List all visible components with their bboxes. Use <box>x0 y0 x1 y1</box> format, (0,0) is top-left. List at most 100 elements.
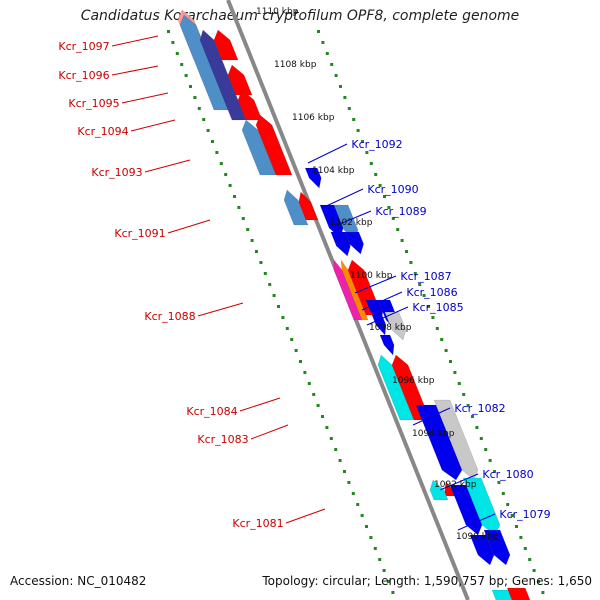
tick-mark-left <box>334 448 338 451</box>
tick-mark-right <box>418 283 422 286</box>
tick-mark-right <box>361 140 364 143</box>
tick-mark-right <box>325 52 329 55</box>
tick-mark-left <box>387 580 390 583</box>
tick-mark-left <box>281 316 285 319</box>
gene-block-kcr-1097-red <box>213 29 239 61</box>
tick-mark-right <box>519 536 523 539</box>
tick-mark-right <box>422 294 426 297</box>
tick-mark-right <box>321 41 325 44</box>
tick-mark-left <box>259 261 263 264</box>
gene-block-kcr-1079b <box>483 529 511 566</box>
tick-mark-right <box>497 481 501 484</box>
tick-mark-right <box>510 514 514 517</box>
leader-line-reverse <box>250 424 289 440</box>
gene-block-kcr-1089c <box>344 231 364 255</box>
accession-text: Accession: NC_010482 <box>10 574 147 588</box>
tick-mark-left <box>180 63 184 66</box>
tick-mark-left <box>233 195 236 198</box>
tick-mark-left <box>347 481 351 484</box>
tick-mark-left <box>369 536 373 539</box>
tick-mark-right <box>356 129 360 132</box>
tick-mark-right <box>466 404 470 407</box>
tick-mark-left <box>219 162 223 165</box>
gene-block-kcr-1091 <box>283 189 309 226</box>
tick-mark-left <box>382 569 386 572</box>
tick-mark-left <box>250 239 254 242</box>
tick-mark-right <box>484 448 488 451</box>
tick-mark-left <box>263 272 267 275</box>
tick-mark-left <box>316 404 320 407</box>
tick-mark-left <box>351 492 355 495</box>
tick-track <box>167 30 545 594</box>
gene-block-kcr-1088-magenta <box>333 259 363 321</box>
tick-mark-left <box>343 470 346 473</box>
tick-mark-left <box>189 85 192 88</box>
tick-mark-left <box>197 107 201 110</box>
tick-mark-right <box>400 239 404 242</box>
tick-mark-right <box>541 591 545 594</box>
tick-mark-left <box>294 349 298 352</box>
leader-line-forward <box>361 291 403 311</box>
gene-block-kcr-1081 <box>429 479 449 501</box>
tick-mark-right <box>383 195 386 198</box>
tick-mark-right <box>532 569 536 572</box>
gene-features <box>177 9 531 600</box>
tick-mark-left <box>241 217 245 220</box>
tick-mark-left <box>365 525 368 528</box>
gene-block-bottom-cyan <box>491 589 513 600</box>
tick-mark-left <box>246 228 250 231</box>
gene-label-kcr-1091: Kcr_1091 <box>114 227 165 240</box>
tick-mark-left <box>338 459 342 462</box>
tick-mark-right <box>365 151 369 154</box>
gene-block-kcr-1088-orange <box>340 258 369 321</box>
kbp-label: 1098 kbp <box>369 323 412 333</box>
gene-label-kcr-1090: Kcr_1090 <box>367 183 418 196</box>
tick-mark-right <box>343 96 347 99</box>
gene-block-navy <box>199 29 247 121</box>
gene-label-kcr-1087: Kcr_1087 <box>400 270 451 283</box>
tick-mark-right <box>391 217 395 220</box>
tick-mark-right <box>479 437 483 440</box>
tick-mark-right <box>347 107 351 110</box>
tick-mark-left <box>378 558 382 561</box>
gene-label-kcr-1097: Kcr_1097 <box>58 40 109 53</box>
gene-label-kcr-1084: Kcr_1084 <box>186 405 237 418</box>
tick-mark-right <box>444 349 448 352</box>
tick-mark-left <box>255 250 258 253</box>
tick-mark-left <box>215 151 219 154</box>
gene-block-kcr-1089b <box>330 231 351 257</box>
tick-mark-right <box>413 272 417 275</box>
kbp-label: 1094 kbp <box>412 429 455 439</box>
gene-block-kcr-1085b <box>379 334 395 356</box>
tick-mark-right <box>409 261 413 264</box>
kbp-label: 1110 kbp <box>256 7 299 17</box>
tick-mark-right <box>506 503 510 506</box>
gene-block-kcr-1095 <box>237 89 263 121</box>
gene-label-kcr-1094: Kcr_1094 <box>77 125 128 138</box>
tick-mark-right <box>523 547 527 550</box>
tick-mark-right <box>435 327 439 330</box>
tick-mark-right <box>493 470 496 473</box>
tick-mark-left <box>277 305 280 308</box>
gene-label-kcr-1096: Kcr_1096 <box>58 69 109 82</box>
tick-mark-right <box>537 580 540 583</box>
tick-mark-right <box>396 228 400 231</box>
leader-line-forward <box>366 306 409 326</box>
tick-mark-right <box>378 184 382 187</box>
leader-line-reverse <box>111 65 159 76</box>
tick-mark-left <box>356 503 360 506</box>
gene-block-kcr-1080 <box>449 484 483 536</box>
gene-label-kcr-1082: Kcr_1082 <box>454 402 505 415</box>
tick-mark-left <box>202 118 206 121</box>
tick-mark-left <box>285 327 289 330</box>
leader-line-reverse <box>167 219 211 234</box>
tick-mark-right <box>462 393 466 396</box>
tick-mark-left <box>237 206 241 209</box>
tick-mark-left <box>228 184 232 187</box>
gene-label-kcr-1095: Kcr_1095 <box>68 97 119 110</box>
tick-mark-left <box>272 294 276 297</box>
leader-line-reverse <box>111 35 159 47</box>
leader-line-reverse <box>130 119 176 132</box>
